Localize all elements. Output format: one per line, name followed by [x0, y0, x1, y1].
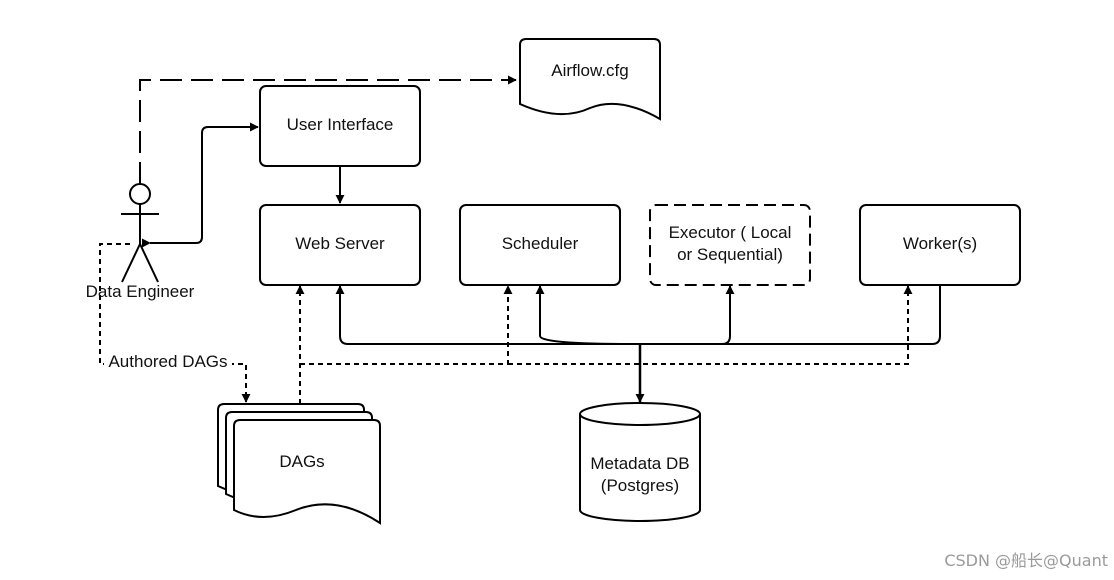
user-interface-node: User Interface — [259, 85, 421, 167]
web-server-label: Web Server — [295, 234, 385, 253]
person-leg-left — [121, 243, 141, 283]
user-interface-label: User Interface — [287, 115, 394, 134]
edge-dags-to-scheduler — [300, 285, 513, 365]
actor-label: Data Engineer — [86, 282, 195, 301]
scheduler-label: Scheduler — [502, 234, 579, 253]
person-leg-right — [139, 243, 159, 283]
executor-label-line2: or Sequential) — [677, 245, 783, 264]
executor-box — [649, 204, 811, 286]
dags-page-front — [233, 419, 381, 525]
metadata-db-node: Metadata DB (Postgres) — [579, 402, 701, 522]
scheduler-box — [459, 204, 621, 286]
person-icon — [121, 183, 159, 283]
scheduler-node: Scheduler — [459, 204, 621, 286]
config-document-shape — [519, 38, 661, 121]
executor-label-line1: Executor ( Local — [669, 223, 792, 242]
metadata-db-body — [579, 414, 701, 522]
worker-node: Worker(s) — [859, 204, 1021, 286]
edge-metadata-to-web-server — [335, 285, 640, 345]
config-label: Airflow.cfg — [551, 61, 628, 80]
metadata-db-label-line1: Metadata DB — [590, 454, 689, 473]
edge-actor-to-user-interface — [141, 122, 259, 248]
edge-dags-to-worker — [508, 285, 913, 365]
edge-actor-to-dags — [99, 243, 251, 403]
config-document: Airflow.cfg — [519, 38, 661, 121]
edge-actor-to-config — [139, 75, 517, 184]
metadata-db-label-line2: (Postgres) — [601, 476, 679, 495]
authored-dags-label: Authored DAGs — [108, 352, 227, 371]
dags-node: DAGs — [217, 403, 381, 525]
watermark-text: CSDN @船长@Quant — [944, 551, 1108, 570]
executor-node: Executor ( Local or Sequential) — [649, 204, 811, 286]
authored-dags-label-bg — [104, 351, 232, 371]
edge-worker-to-metadata — [640, 286, 941, 345]
edge-metadata-to-scheduler — [535, 285, 633, 345]
person-head — [129, 183, 151, 205]
dags-label: DAGs — [279, 452, 324, 471]
worker-box — [859, 204, 1021, 286]
edge-metadata-to-executor — [640, 285, 735, 345]
user-interface-box — [259, 85, 421, 167]
web-server-node: Web Server — [259, 204, 421, 286]
worker-label: Worker(s) — [903, 234, 977, 253]
metadata-db-top — [579, 402, 701, 426]
web-server-box — [259, 204, 421, 286]
